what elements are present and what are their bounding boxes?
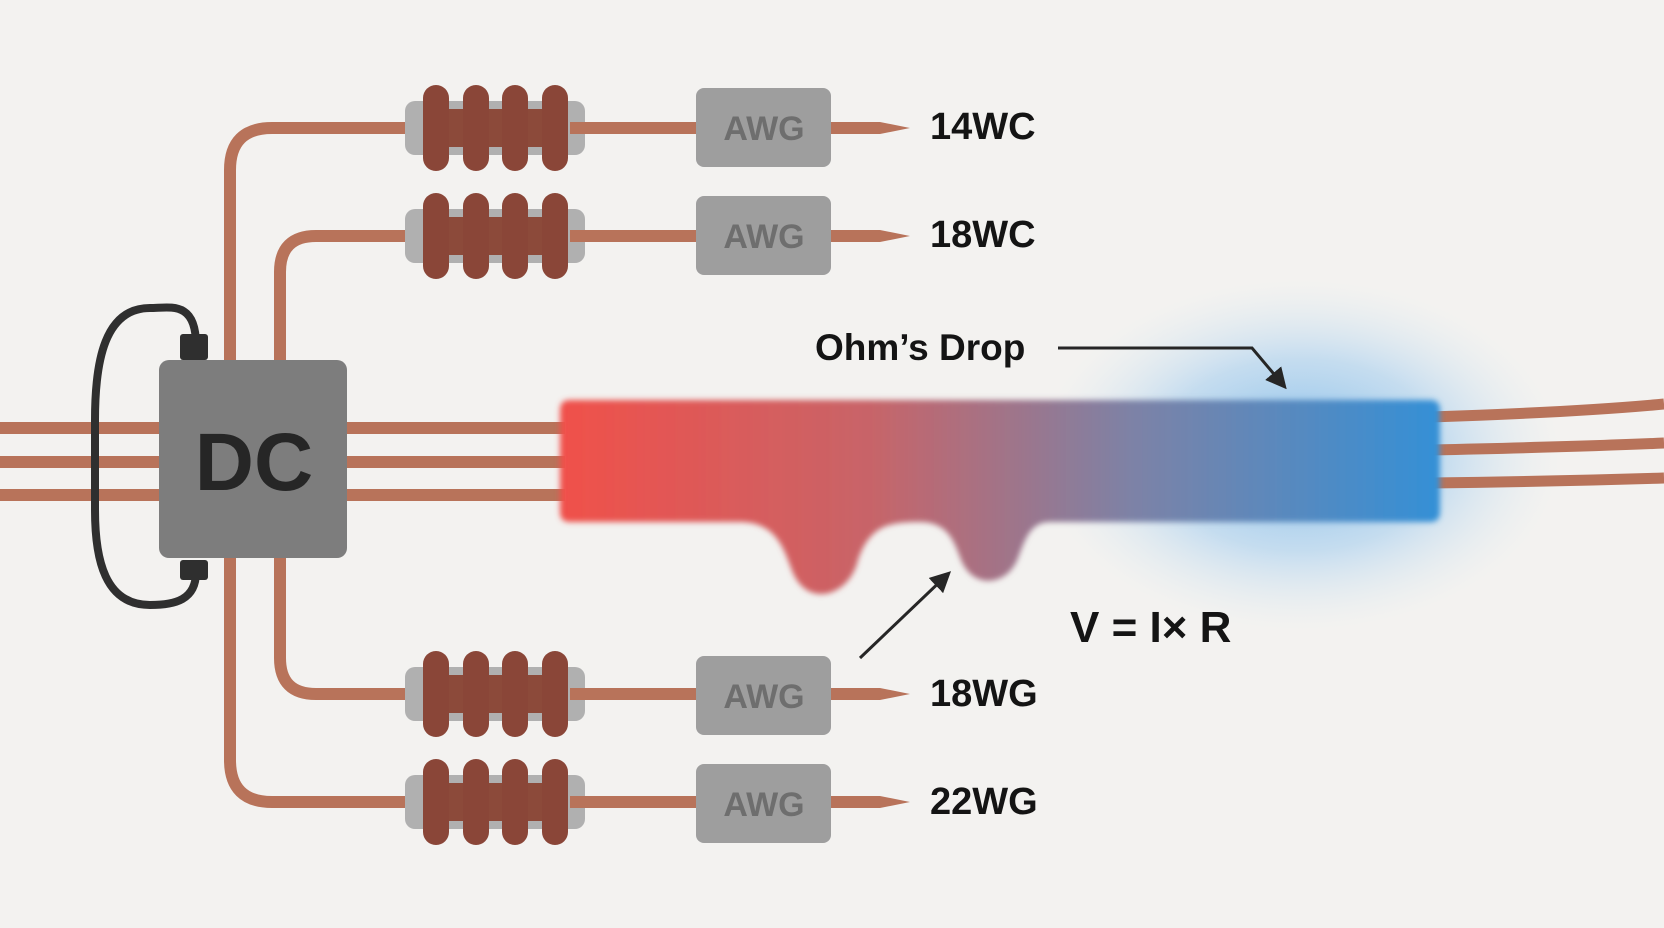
bead-cluster-wire-14 xyxy=(405,85,585,171)
drop-pointer-arrow xyxy=(858,571,952,660)
trunk-wires xyxy=(340,422,565,501)
bead xyxy=(542,759,568,845)
bead xyxy=(542,193,568,279)
bead-cluster-wire-22 xyxy=(405,759,585,845)
awg-label: AWG xyxy=(723,110,804,148)
bead xyxy=(542,85,568,171)
branch-18-bottom: AWG 18WG xyxy=(570,656,1038,735)
bead xyxy=(502,193,528,279)
bypass-loop xyxy=(91,303,200,610)
awg-box xyxy=(696,196,831,275)
outgoing-wires-right xyxy=(1429,398,1664,489)
wire-18-top-route xyxy=(274,230,420,365)
awg-box xyxy=(696,764,831,843)
gauge-label-18wg: 18WG xyxy=(930,673,1038,715)
awg-box xyxy=(696,88,831,167)
bead xyxy=(502,759,528,845)
ohms-drop-annotation: Ohm’s Drop xyxy=(815,327,1287,390)
bead xyxy=(463,193,489,279)
bead xyxy=(463,759,489,845)
branch-18-top: AWG 18WC xyxy=(570,196,1036,275)
ohms-drop-label: Ohm’s Drop xyxy=(815,327,1025,368)
branch-22: AWG 22WG xyxy=(570,764,1038,843)
bead-cluster-wire-18-bottom xyxy=(405,651,585,737)
wire-tip xyxy=(831,230,910,242)
bead-cluster-wire-18-top xyxy=(405,193,585,279)
awg-label: AWG xyxy=(723,678,804,716)
incoming-wires-left xyxy=(0,422,165,501)
gauge-label-22wg: 22WG xyxy=(930,781,1038,823)
ohms-drop-arrow xyxy=(1058,346,1287,390)
branch-wires xyxy=(224,122,420,808)
bead xyxy=(502,651,528,737)
heat-bar xyxy=(560,400,1440,595)
bead xyxy=(463,651,489,737)
wire-14-route xyxy=(224,122,420,365)
bead xyxy=(423,759,449,845)
ohms-law-formula: V = I× R xyxy=(1070,603,1231,652)
awg-box xyxy=(696,656,831,735)
bead xyxy=(463,85,489,171)
loop-terminal-top xyxy=(180,334,208,360)
gauge-label-18wc: 18WC xyxy=(930,214,1036,256)
wire-18-bottom-route xyxy=(274,555,420,700)
branch-14: AWG 14WC xyxy=(570,88,1036,167)
wire-tip xyxy=(831,796,910,808)
dc-label: DC xyxy=(195,417,313,508)
wire-tip xyxy=(831,688,910,700)
awg-label: AWG xyxy=(723,786,804,824)
resistor-beads xyxy=(405,85,585,845)
wire-22-route xyxy=(224,555,420,808)
gauge-label-14wc: 14WC xyxy=(930,106,1036,148)
loop-terminal-bottom xyxy=(180,560,208,580)
bead xyxy=(423,651,449,737)
wire-tip xyxy=(831,122,910,134)
dc-block: DC xyxy=(159,360,347,558)
bead xyxy=(423,193,449,279)
bead xyxy=(542,651,568,737)
bead xyxy=(423,85,449,171)
awg-label: AWG xyxy=(723,218,804,256)
bead xyxy=(502,85,528,171)
